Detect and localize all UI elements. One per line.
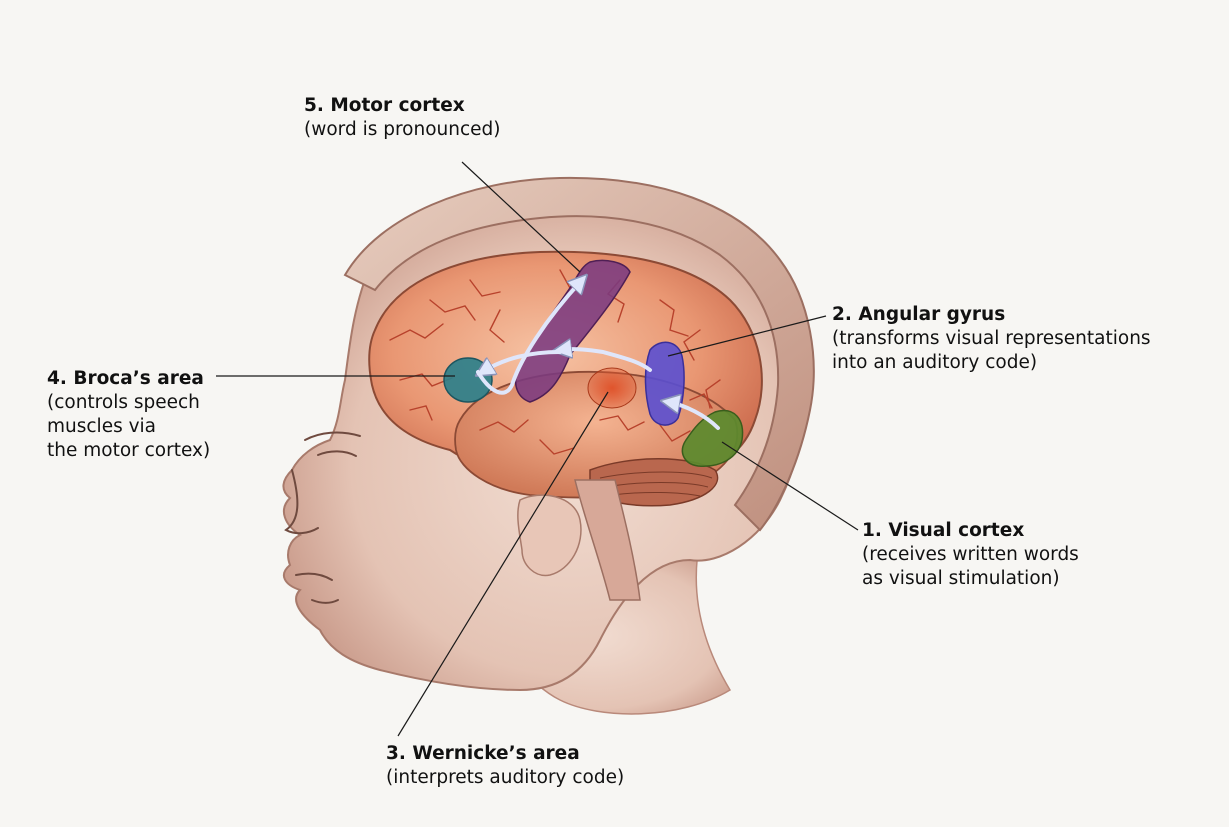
visual-cortex-title: 1. Visual cortex [862,519,1079,543]
motor-cortex-desc-line-1: (word is pronounced) [304,118,501,142]
angular-gyrus-region [645,342,684,425]
broca-desc-line-3: the motor cortex) [47,439,210,463]
wernicke-area-region [588,368,636,408]
label-wernicke-area: 3. Wernicke’s area (interprets auditory … [386,742,624,790]
wernicke-desc-line-1: (interprets auditory code) [386,766,624,790]
angular-gyrus-title: 2. Angular gyrus [832,303,1151,327]
visual-cortex-desc-line-2: as visual stimulation) [862,567,1079,591]
label-broca-area: 4. Broca’s area (controls speech muscles… [47,367,210,463]
motor-cortex-title: 5. Motor cortex [304,94,501,118]
broca-title: 4. Broca’s area [47,367,210,391]
broca-desc-line-1: (controls speech [47,391,210,415]
angular-gyrus-desc-line-2: into an auditory code) [832,351,1151,375]
label-motor-cortex: 5. Motor cortex (word is pronounced) [304,94,501,142]
label-angular-gyrus: 2. Angular gyrus (transforms visual repr… [832,303,1151,375]
visual-cortex-desc-line-1: (receives written words [862,543,1079,567]
wernicke-title: 3. Wernicke’s area [386,742,624,766]
broca-desc-line-2: muscles via [47,415,210,439]
label-visual-cortex: 1. Visual cortex (receives written words… [862,519,1079,591]
angular-gyrus-desc-line-1: (transforms visual representations [832,327,1151,351]
